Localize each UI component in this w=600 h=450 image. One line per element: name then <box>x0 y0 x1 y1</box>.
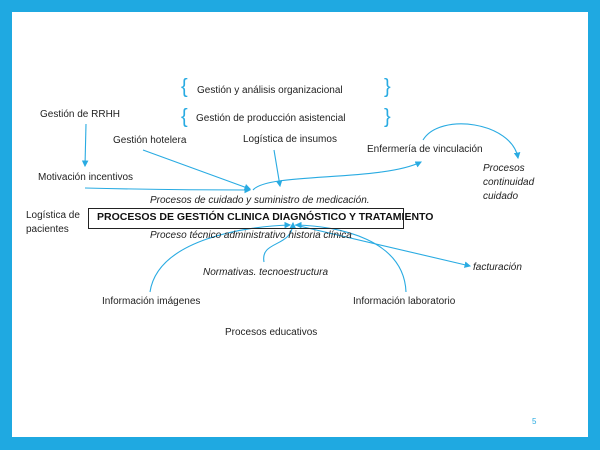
arrow-to-enfermeria <box>252 161 422 191</box>
arrow-imagenes <box>149 221 292 293</box>
info-laboratorio-label: Información laboratorio <box>353 296 456 307</box>
central-process-label: PROCESOS DE GESTIÓN CLINICA DIAGNÓSTICO … <box>97 211 434 223</box>
procesos-educativos-label: Procesos educativos <box>225 327 318 338</box>
logistica-pacientes-line2: pacientes <box>26 224 69 235</box>
gestion-analisis-label: Gestión y análisis organizacional <box>197 85 343 96</box>
right-brace-icon: } <box>384 76 391 98</box>
arrow-rrhh-motivacion <box>81 123 89 168</box>
enfermeria-vinculacion-label: Enfermería de vinculación <box>367 144 483 155</box>
arrow-facturacion <box>294 224 472 268</box>
right-brace-icon: } <box>384 106 391 128</box>
procesos-cuidado-label: Procesos de cuidado y suministro de medi… <box>150 195 370 206</box>
proceso-tecnico-label: Proceso técnico administrativo historia … <box>150 230 352 241</box>
arrow-hotelera <box>142 149 252 191</box>
arrow-enfermeria-continuidad <box>422 123 521 160</box>
arrow-motivacion <box>84 186 252 194</box>
logistica-pacientes-line1: Logística de <box>26 210 80 221</box>
facturacion-label: facturación <box>473 262 522 273</box>
gestion-hotelera-label: Gestión hotelera <box>113 135 187 146</box>
procesos-continuidad-line3: cuidado <box>483 191 519 202</box>
left-brace-icon: { <box>181 106 188 128</box>
procesos-continuidad-line1: Procesos <box>483 163 525 174</box>
arrow-insumos <box>273 149 283 188</box>
gestion-rrhh-label: Gestión de RRHH <box>40 109 121 120</box>
info-imagenes-label: Información imágenes <box>102 296 201 307</box>
arrow-normativas <box>263 221 297 263</box>
motivacion-label: Motivación incentivos <box>38 172 134 183</box>
logistica-insumos-label: Logística de insumos <box>243 134 337 145</box>
page-number: 5 <box>532 417 537 426</box>
procesos-continuidad-line2: continuidad <box>483 177 535 188</box>
left-brace-icon: { <box>181 76 188 98</box>
arrow-laboratorio <box>294 221 407 293</box>
normativas-label: Normativas. tecnoestructura <box>203 267 329 278</box>
central-process-box: PROCESOS DE GESTIÓN CLINICA DIAGNÓSTICO … <box>88 208 433 229</box>
gestion-produccion-label: Gestión de producción asistencial <box>196 113 346 124</box>
